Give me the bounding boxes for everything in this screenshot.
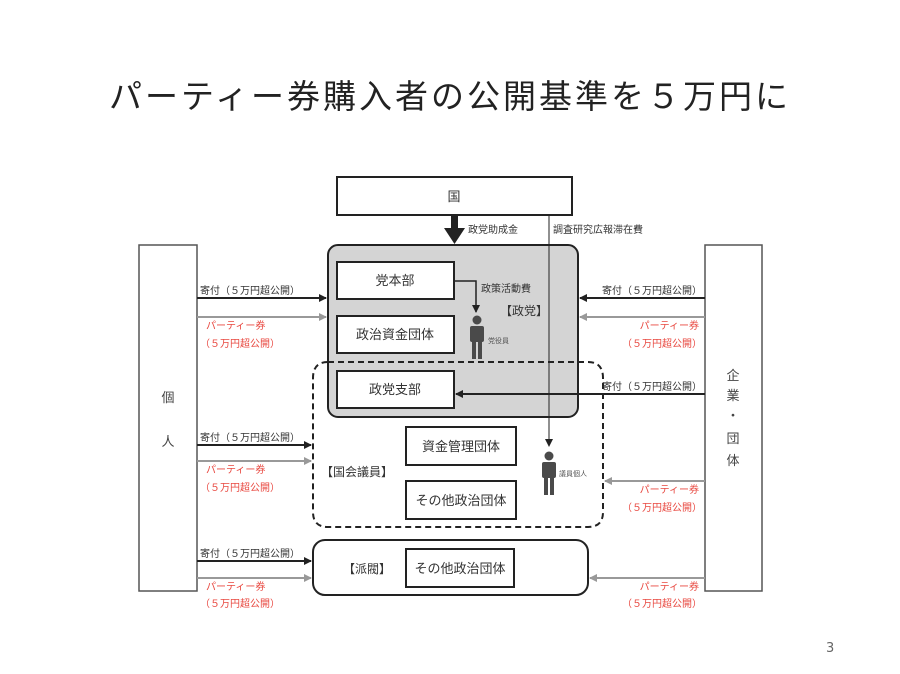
faction-other-org-label: その他政治団体	[414, 562, 505, 577]
person-icon	[470, 315, 484, 359]
diet-other-org-label: その他政治団体	[415, 494, 506, 509]
ticket-label: パーティー券	[206, 463, 265, 476]
party-branch-label: 政党支部	[369, 383, 421, 398]
diet-member-individual-label: 議員個人	[559, 469, 587, 478]
slide-title: パーティー券購入者の公開基準を５万円に	[108, 77, 792, 116]
party-headquarters-label: 党本部	[375, 274, 414, 289]
individual-char: 個	[161, 391, 174, 406]
ticket-disclosure-label: （５万円超公開）	[200, 337, 280, 350]
corporation-to-faction-flow: パーティー券 （５万円超公開）	[589, 574, 705, 610]
corporation-char: 業	[726, 388, 739, 404]
policy-fee-arrow	[454, 280, 480, 313]
ticket-label: パーティー券	[640, 483, 699, 496]
fund-management-org-label: 資金管理団体	[422, 439, 500, 455]
ticket-label: パーティー券	[206, 580, 265, 593]
donation-label: 寄付（５万円超公開）	[200, 431, 300, 444]
diet-member-label: 【国会議員】	[321, 465, 393, 479]
ticket-disclosure-label: （５万円超公開）	[622, 501, 702, 514]
subsidy-label: 政党助成金	[468, 223, 518, 236]
subsidy-arrow	[444, 215, 465, 244]
corporation-char: 団	[726, 432, 739, 447]
ticket-label: パーティー券	[640, 580, 699, 593]
individual-char: 人	[161, 435, 174, 450]
donation-label: 寄付（５万円超公開）	[602, 284, 702, 297]
ticket-disclosure-label: （５万円超公開）	[200, 481, 280, 494]
corporation-to-branch-flow: 寄付（５万円超公開）	[455, 380, 705, 398]
corporation-to-party-flows: 寄付（５万円超公開） パーティー券 （５万円超公開）	[579, 284, 705, 350]
individual-node: 個 人	[138, 244, 198, 592]
faction-label: 【派閥】	[343, 562, 391, 576]
donation-label: 寄付（５万円超公開）	[200, 547, 300, 560]
corporation-node: 企 業 ・ 団 体	[704, 244, 763, 592]
country-label: 国	[447, 190, 460, 205]
page-number: 3	[826, 641, 835, 656]
research-fee-label: 調査研究広報滞在費	[553, 223, 643, 236]
party-branch-node: 政党支部	[336, 370, 455, 409]
country-node: 国	[336, 176, 573, 216]
corporation-char: ・	[726, 409, 739, 424]
donation-label: 寄付（５万円超公開）	[200, 284, 300, 297]
party-officer-label: 党役員	[488, 336, 509, 345]
individual-to-diet-member-flows: 寄付（５万円超公開） パーティー券 （５万円超公開）	[197, 431, 312, 494]
faction-other-org-node: その他政治団体	[405, 548, 515, 588]
corporation-char: 体	[726, 454, 739, 469]
corporation-char: 企	[726, 368, 739, 384]
ticket-disclosure-label: （５万円超公開）	[200, 597, 280, 610]
donation-label: 寄付（５万円超公開）	[602, 380, 702, 393]
party-fund-org-node: 政治資金団体	[336, 315, 455, 354]
individual-to-party-flows: 寄付（５万円超公開） パーティー券 （５万円超公開）	[197, 284, 327, 350]
ticket-label: パーティー券	[640, 319, 699, 332]
diet-other-org-node: その他政治団体	[405, 480, 517, 520]
diet-member-group	[312, 361, 604, 528]
ticket-disclosure-label: （５万円超公開）	[622, 337, 702, 350]
party-headquarters-node: 党本部	[336, 261, 455, 300]
policy-fee-label: 政策活動費	[481, 282, 531, 295]
party-label: 【政党】	[500, 303, 548, 318]
person-icon	[542, 451, 556, 495]
fund-management-org-node: 資金管理団体	[405, 426, 517, 466]
ticket-label: パーティー券	[206, 319, 265, 332]
party-fund-org-label: 政治資金団体	[356, 327, 434, 343]
ticket-disclosure-label: （５万円超公開）	[622, 597, 702, 610]
individual-to-faction-flows: 寄付（５万円超公開） パーティー券 （５万円超公開）	[197, 547, 312, 610]
corporation-to-diet-member-flow: パーティー券 （５万円超公開）	[604, 477, 705, 514]
